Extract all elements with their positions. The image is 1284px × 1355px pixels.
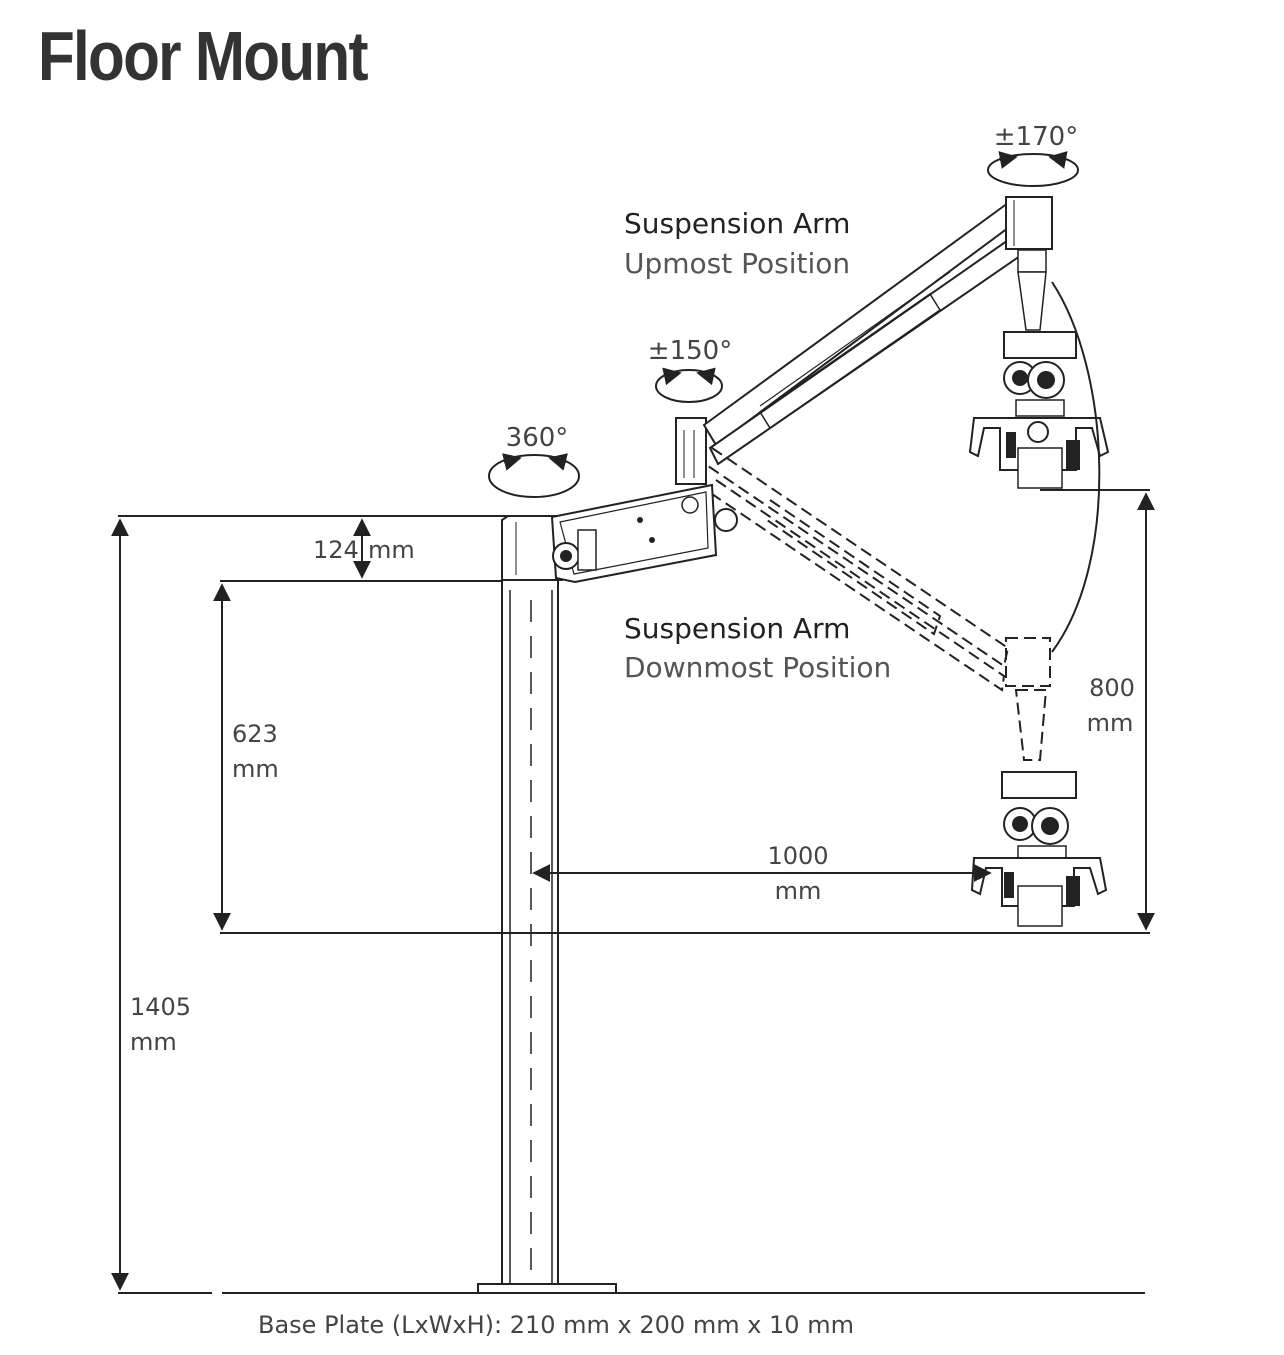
suspension-arm-upmost bbox=[702, 196, 1053, 466]
dimension-arm-head-height: 124 mm bbox=[220, 518, 502, 582]
label-upmost-title: Suspension Arm bbox=[624, 207, 850, 240]
dimension-total-height-unit: mm bbox=[130, 1028, 177, 1056]
dimension-clearance-height: 623 mm bbox=[213, 583, 1150, 934]
rotation-indicator-head: ±170° bbox=[987, 122, 1079, 187]
label-downmost-title: Suspension Arm bbox=[624, 612, 850, 645]
dimension-reach: 1000 mm bbox=[532, 842, 992, 905]
rotation-indicator-arm-joint: ±150° bbox=[648, 336, 732, 403]
dimension-total-height: 1405 mm bbox=[111, 515, 508, 1294]
label-downmost-subtitle: Downmost Position bbox=[624, 651, 891, 684]
rotation-label-arm-joint: ±150° bbox=[648, 336, 732, 366]
microscope-downmost bbox=[970, 771, 1108, 927]
dimension-reach-value: 1000 bbox=[767, 842, 828, 870]
dimension-arm-head-height-unit: mm bbox=[368, 536, 415, 564]
suspension-arm-downmost bbox=[707, 447, 1051, 761]
label-downmost: Suspension Arm Downmost Position bbox=[624, 612, 891, 684]
arm-joint bbox=[675, 417, 707, 485]
base-plate-caption: Base Plate (LxWxH): 210 mm x 200 mm x 10… bbox=[258, 1311, 854, 1339]
rotation-label-base: 360° bbox=[506, 423, 569, 453]
horizontal-arm bbox=[550, 483, 738, 584]
label-upmost: Suspension Arm Upmost Position bbox=[624, 207, 850, 280]
dimension-reach-unit: mm bbox=[775, 877, 822, 905]
dimension-vertical-travel-unit: mm bbox=[1087, 709, 1134, 737]
dimension-clearance-height-value: 623 bbox=[232, 720, 278, 748]
rotation-label-head: ±170° bbox=[994, 122, 1078, 152]
travel-arc bbox=[1051, 281, 1101, 653]
dimension-clearance-height-unit: mm bbox=[232, 755, 279, 783]
dimension-vertical-travel-value: 800 bbox=[1089, 674, 1135, 702]
page-title: Floor Mount bbox=[38, 17, 369, 95]
base-plate bbox=[477, 1283, 617, 1294]
dimension-arm-head-height-value: 124 bbox=[313, 536, 359, 564]
label-upmost-subtitle: Upmost Position bbox=[624, 247, 850, 280]
rotation-indicator-base: 360° bbox=[488, 423, 580, 498]
microscope-upmost bbox=[968, 331, 1110, 489]
dimension-total-height-value: 1405 bbox=[130, 993, 191, 1021]
dimension-vertical-travel: 800 mm bbox=[1040, 489, 1155, 931]
